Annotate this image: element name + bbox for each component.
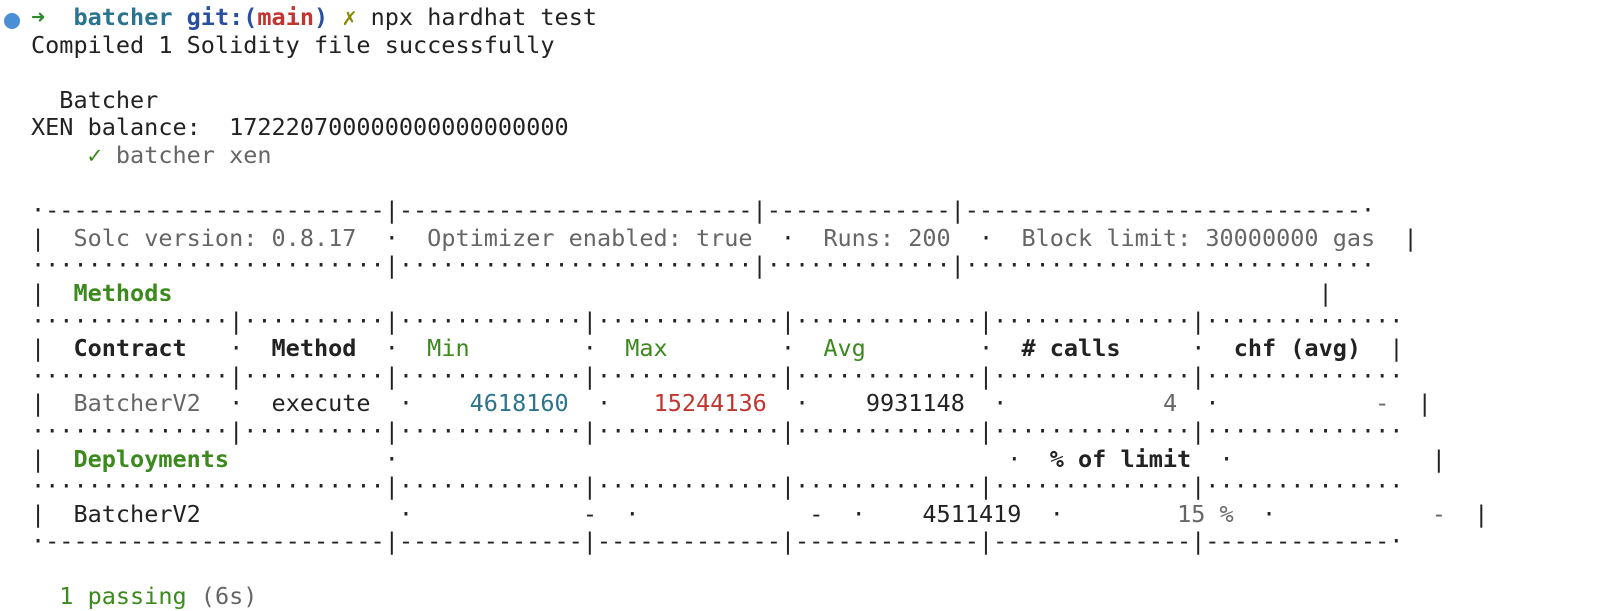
methods-heading: Methods bbox=[73, 278, 173, 307]
table-row: | Deployments · · % of limit · | bbox=[31, 444, 1446, 473]
deployments-heading: Deployments bbox=[73, 444, 230, 473]
prompt-command: npx hardhat test bbox=[370, 3, 597, 31]
test-result-line: ✓ batcher xen bbox=[31, 140, 1591, 170]
header-calls: # calls bbox=[1021, 334, 1121, 363]
method-chf: - bbox=[1375, 389, 1390, 418]
terminal-output: ➜ batcher git:(main) ✗ npx hardhat test … bbox=[31, 3, 1591, 611]
method-contract: BatcherV2 bbox=[73, 389, 201, 418]
header-contract: Contract bbox=[73, 334, 187, 363]
prompt-branch: main bbox=[257, 3, 314, 31]
suite-name: Batcher bbox=[59, 85, 159, 114]
percent-limit-heading: % of limit bbox=[1049, 444, 1192, 473]
header-avg: Avg bbox=[823, 334, 866, 363]
prompt-git-label: git:( bbox=[186, 3, 258, 31]
optimizer-status: Optimizer enabled: true bbox=[427, 223, 753, 252]
suite-name-line: Batcher bbox=[31, 85, 1591, 115]
blank-line bbox=[31, 170, 1591, 198]
table-row: | BatcherV2 · - · - · 4511419 · 15 % · -… bbox=[31, 499, 1489, 528]
table-row: | BatcherV2 · execute · 4618160 · 152441… bbox=[31, 389, 1432, 418]
deployment-contract: BatcherV2 bbox=[73, 499, 201, 528]
optimizer-runs: Runs: 200 bbox=[823, 223, 951, 252]
table-separator: ·························|··············… bbox=[31, 251, 1376, 280]
test-duration: (6s) bbox=[200, 582, 258, 611]
deployment-chf: - bbox=[1431, 499, 1446, 528]
compile-message: Compiled 1 Solidity file successfully bbox=[31, 30, 555, 59]
header-min: Min bbox=[427, 334, 470, 363]
balance-value: 172220700000000000000000 bbox=[229, 113, 569, 142]
prompt-status-dot bbox=[4, 13, 20, 29]
prompt-arrow-icon: ➜ bbox=[31, 3, 46, 31]
prompt-line: ➜ batcher git:(main) ✗ npx hardhat test bbox=[31, 3, 1591, 32]
balance-line: XEN balance: 172220700000000000000000 bbox=[31, 114, 1591, 142]
summary-line: 1 passing (6s) bbox=[31, 583, 1591, 611]
test-name: batcher xen bbox=[115, 140, 272, 169]
table-separator: ··············|··········|·············|… bbox=[31, 306, 1404, 335]
dirty-mark-icon: ✗ bbox=[342, 3, 357, 31]
table-separator: ··············|··········|·············|… bbox=[31, 361, 1404, 390]
blank-line bbox=[31, 556, 1591, 584]
table-separator: ··············|··········|·············|… bbox=[31, 416, 1404, 445]
table-border: ·------------------------|--------------… bbox=[31, 196, 1376, 225]
method-calls: 4 bbox=[1162, 389, 1178, 418]
prompt-git-close: ) bbox=[314, 3, 329, 31]
deployment-max: - bbox=[809, 499, 824, 528]
method-name: execute bbox=[271, 389, 371, 418]
deployment-avg: 4511419 bbox=[922, 499, 1022, 528]
method-min: 4618160 bbox=[469, 389, 569, 418]
method-max: 15244136 bbox=[653, 389, 767, 418]
header-method: Method bbox=[271, 334, 357, 363]
method-avg: 9931148 bbox=[865, 389, 965, 418]
balance-label: XEN balance: bbox=[31, 113, 201, 142]
table-row: | Solc version: 0.8.17 · Optimizer enabl… bbox=[31, 223, 1418, 252]
table-border: ·------------------------|-------------|… bbox=[31, 527, 1404, 556]
table-row: | Methods | bbox=[31, 278, 1333, 307]
passing-count: 1 passing bbox=[59, 582, 187, 611]
prompt-directory: batcher bbox=[73, 3, 173, 31]
table-separator: ·························|·············|… bbox=[31, 472, 1404, 501]
check-icon: ✓ bbox=[87, 140, 102, 169]
solc-version: Solc version: 0.8.17 bbox=[73, 223, 357, 252]
table-header-row: | Contract · Method · Min · Max · Avg · … bbox=[31, 334, 1404, 363]
deployment-min: - bbox=[582, 499, 597, 528]
block-limit: Block limit: 30000000 gas bbox=[1021, 223, 1376, 252]
header-max: Max bbox=[625, 334, 668, 363]
header-chf: chf (avg) bbox=[1233, 334, 1362, 363]
blank-line bbox=[31, 59, 1591, 87]
deployment-percent: 15 % bbox=[1177, 499, 1234, 528]
